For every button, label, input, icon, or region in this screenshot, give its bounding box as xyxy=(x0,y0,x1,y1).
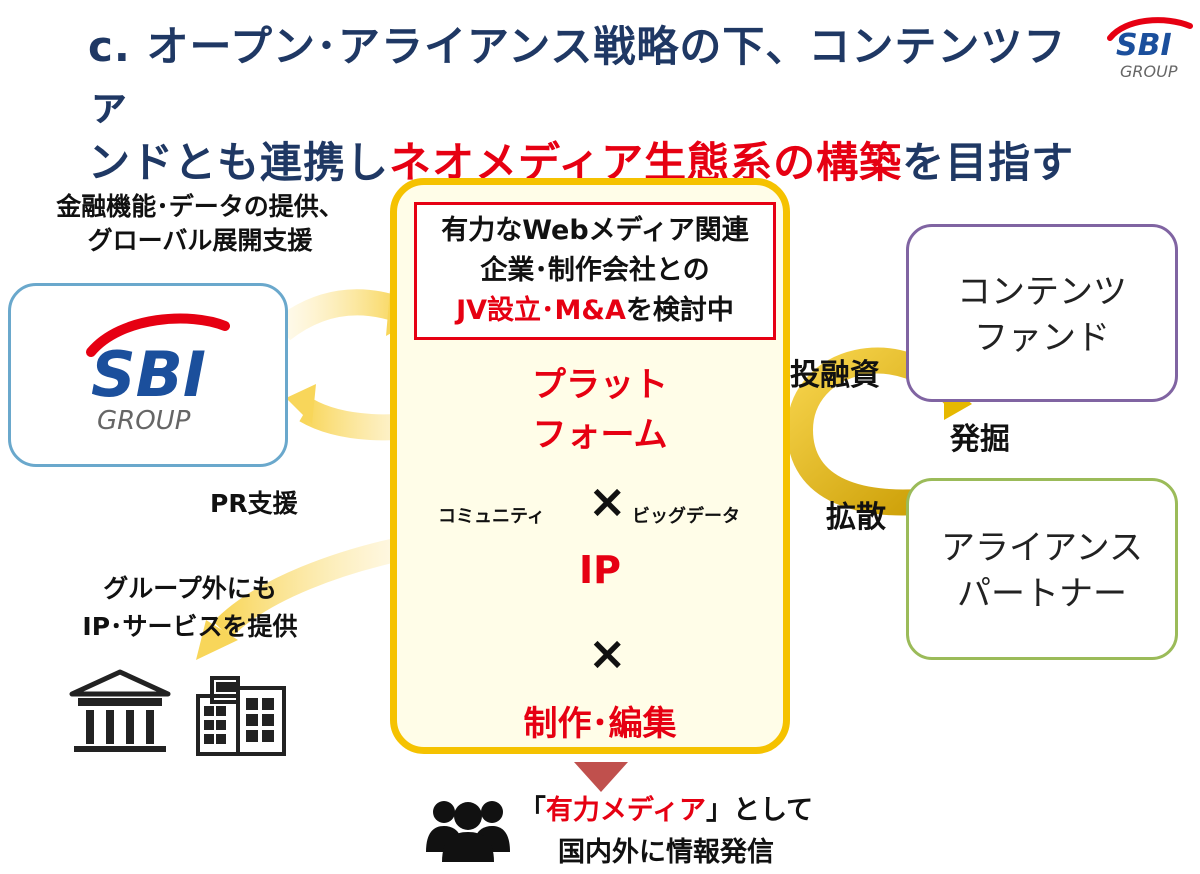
quote-highlight: 有力メディア xyxy=(545,795,706,826)
times-symbol-1: × xyxy=(588,474,627,528)
alliance-partner-box: アライアンス パートナー xyxy=(906,478,1178,660)
title-line2-end: を目指す xyxy=(902,138,1075,187)
title-line2-start: ンドとも連携し xyxy=(88,138,390,187)
finance-support-line1: 金融機能･データの提供、 xyxy=(56,192,344,221)
outside-services-line2: IP･サービスを提供 xyxy=(82,612,298,641)
expansion-label: 拡散 xyxy=(826,500,886,535)
sbi-logo-header: SBI GROUP xyxy=(1096,14,1196,84)
bigdata-label: ビッグデータ xyxy=(632,506,740,527)
jv-ma-box: 有力なWebメディア関連 企業･制作会社との JV設立･M&Aを検討中 xyxy=(414,202,776,340)
sbi-swoosh-icon xyxy=(86,313,230,357)
content-fund-box: コンテンツ ファンド xyxy=(906,224,1178,402)
investment-label: 投融資 xyxy=(790,358,880,393)
sbi-swoosh-icon xyxy=(1107,17,1193,41)
jv-line3-rest: を検討中 xyxy=(625,295,734,326)
content-fund-line2: ファンド xyxy=(974,318,1110,358)
bank-icon xyxy=(69,669,171,752)
outside-services-line1: グループ外にも xyxy=(103,574,277,603)
quote-close: 」として xyxy=(705,795,814,826)
platform-line2: フォーム xyxy=(532,415,668,455)
jv-line2: 企業･制作会社との xyxy=(480,255,710,286)
sbi-box-mark: SBI xyxy=(91,338,206,411)
down-triangle xyxy=(574,762,628,792)
sbi-group-box: SBI GROUP xyxy=(8,283,288,467)
quote-open: 「 xyxy=(518,795,546,826)
jv-line1: 有力なWebメディア関連 xyxy=(441,215,749,246)
buildings-icon xyxy=(196,676,286,756)
slide-title: c. オープン･アライアンス戦略の下、コンテンツファ ンドとも連携しネオメディア… xyxy=(88,18,1088,192)
platform-line1: プラット xyxy=(532,365,668,405)
bottom-line2: 国内外に情報発信 xyxy=(558,837,774,868)
content-fund-line1: コンテンツ xyxy=(957,272,1127,312)
title-line1: c. オープン･アライアンス戦略の下、コンテンツファ xyxy=(88,22,1067,129)
ip-label: IP xyxy=(579,548,621,592)
alliance-line2: パートナー xyxy=(957,574,1127,614)
discovery-label: 発掘 xyxy=(950,422,1010,457)
community-label: コミュニティ xyxy=(438,506,545,527)
times-symbol-2: × xyxy=(588,626,627,680)
people-icon xyxy=(426,801,510,862)
sbi-logo-mark: SBI xyxy=(1116,28,1172,63)
platform-label: プラット フォーム xyxy=(490,360,710,460)
jv-line3-highlight: JV設立･M&A xyxy=(456,295,626,326)
finance-support-label: 金融機能･データの提供、 グローバル展開支援 xyxy=(40,190,360,258)
bottom-message: 「有力メディア」として 国内外に情報発信 xyxy=(516,790,816,874)
production-label: 制作･編集 xyxy=(523,704,677,744)
finance-support-line2: グローバル展開支援 xyxy=(87,226,313,255)
outside-services-label: グループ外にも IP･サービスを提供 xyxy=(40,570,340,646)
alliance-line1: アライアンス xyxy=(941,528,1143,568)
sbi-logo-sub: GROUP xyxy=(1120,62,1178,81)
pr-support-label: PR支援 xyxy=(210,489,298,518)
sbi-box-sub: GROUP xyxy=(97,406,191,436)
